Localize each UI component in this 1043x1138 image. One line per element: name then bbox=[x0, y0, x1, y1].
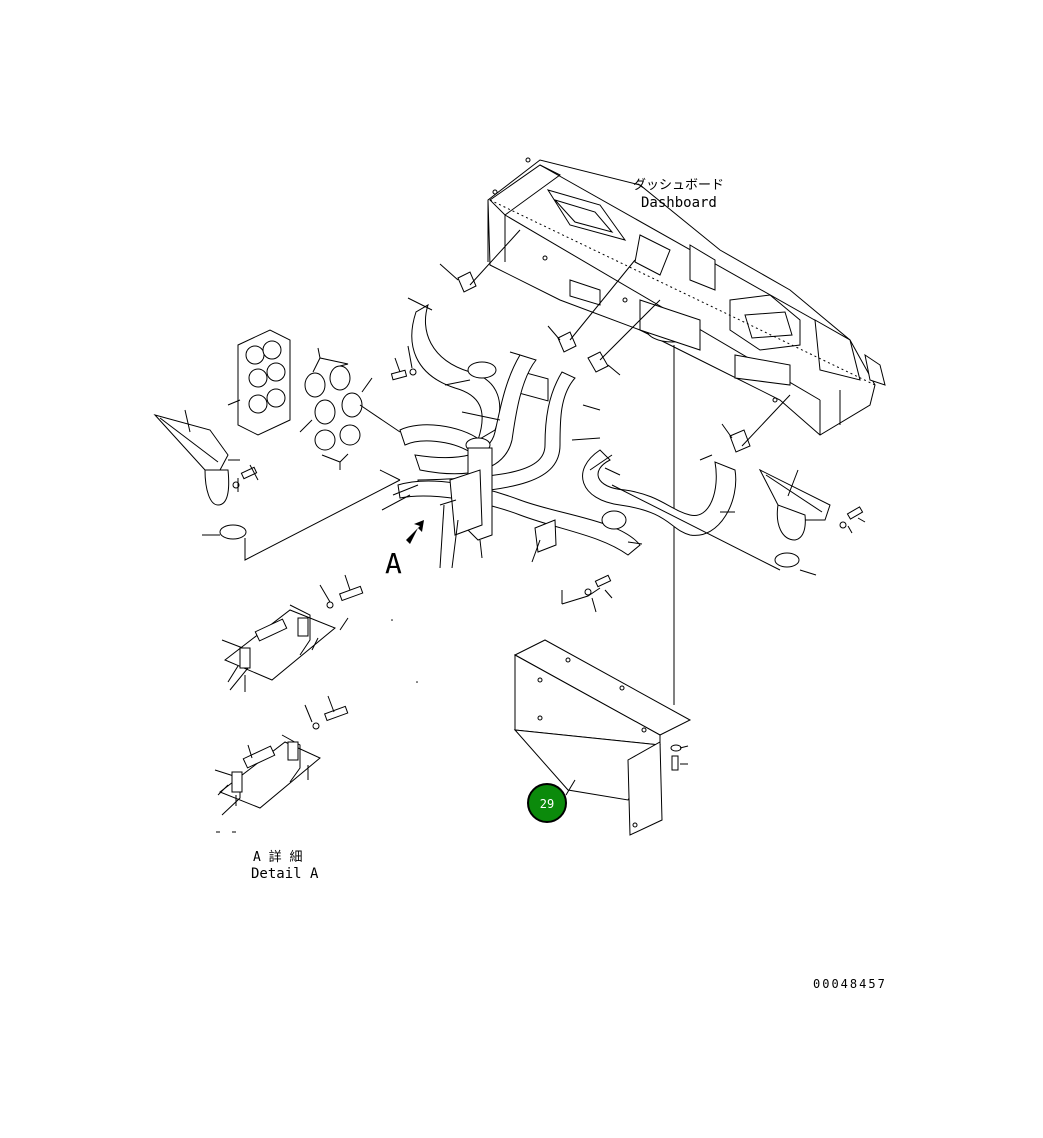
hose-clamps bbox=[299, 347, 401, 470]
duct-clip[interactable] bbox=[439, 229, 521, 293]
view-a-arrow bbox=[406, 520, 424, 544]
right-nozzle[interactable] bbox=[758, 468, 831, 576]
duct-hoses bbox=[397, 303, 781, 571]
dashboard-label-jp: ダッシュボード bbox=[633, 178, 724, 193]
dashboard-frame bbox=[487, 157, 886, 436]
detail-label-jp: A 詳 細 bbox=[253, 849, 302, 865]
left-nozzle[interactable] bbox=[153, 409, 247, 540]
right-nozzle-bolt bbox=[839, 506, 866, 534]
detail-a-top bbox=[221, 574, 364, 692]
cover-plate[interactable] bbox=[513, 639, 692, 836]
detail-label-en: Detail A bbox=[251, 866, 319, 882]
duct-clip-group bbox=[439, 229, 791, 453]
bracket-bolt bbox=[561, 574, 613, 613]
duct-clip[interactable] bbox=[587, 299, 661, 376]
duct-clip[interactable] bbox=[721, 394, 791, 453]
callout-29-number[interactable]: 29 bbox=[540, 797, 554, 811]
callout-29[interactable]: 29 bbox=[527, 783, 567, 823]
duct-clip[interactable] bbox=[547, 259, 636, 353]
panel-bolt bbox=[390, 345, 417, 381]
duct-leaders bbox=[379, 297, 735, 569]
view-a-marker: A bbox=[385, 547, 402, 580]
dashboard-label-en: Dashboard bbox=[641, 195, 717, 211]
cover-bolt bbox=[670, 744, 689, 771]
detail-a-bottom bbox=[214, 695, 349, 816]
vent-panel[interactable] bbox=[227, 329, 291, 436]
nozzle-bolt bbox=[232, 464, 259, 492]
drawing-number: 00048457 bbox=[813, 977, 887, 991]
callout-29-circle[interactable] bbox=[527, 783, 567, 823]
